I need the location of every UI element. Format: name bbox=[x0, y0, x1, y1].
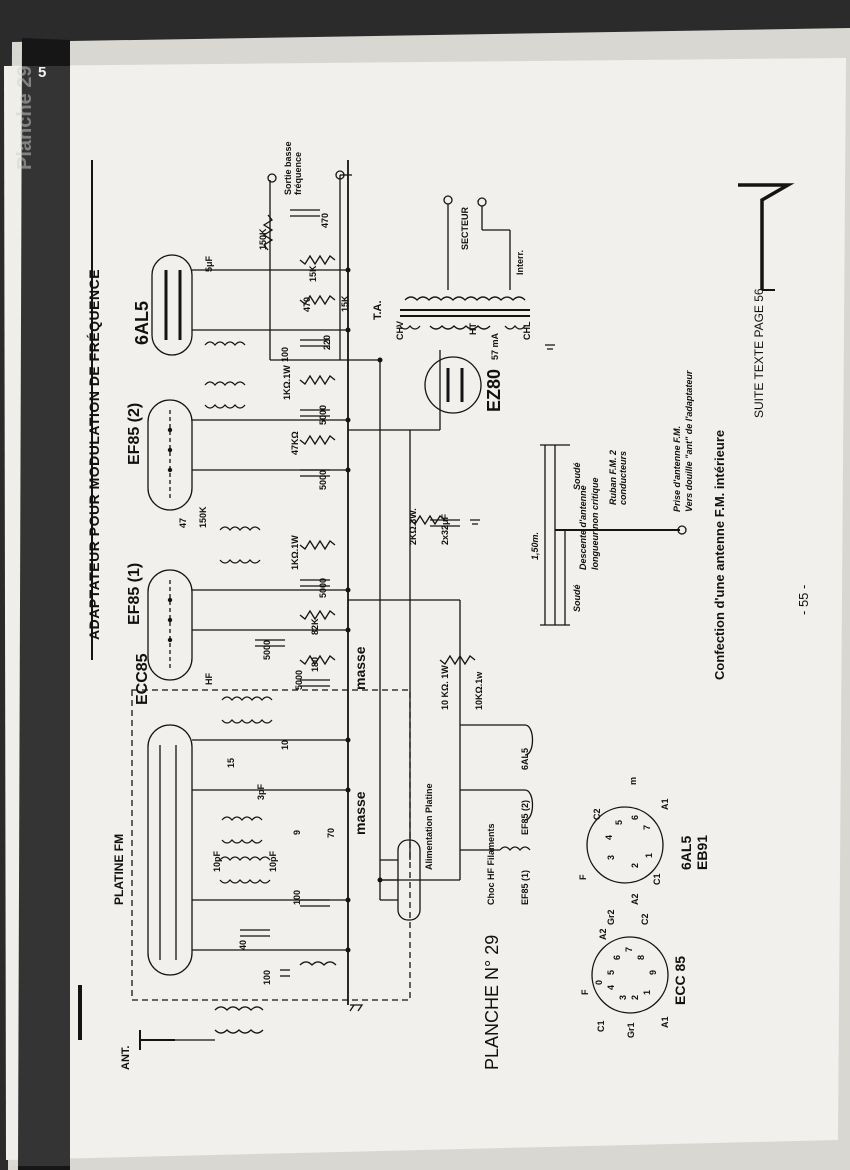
socket-ecc85-label: ECC 85 bbox=[672, 955, 688, 1005]
capacitor-10: 10 bbox=[280, 739, 290, 750]
platine-fm-label: PLATINE FM bbox=[112, 833, 126, 905]
resistor-2k: 2KΩ.3W. bbox=[408, 508, 418, 545]
antenna-longueur: longueur non critique bbox=[590, 477, 600, 571]
resistor-15k-a: 15K bbox=[308, 265, 318, 282]
antenna-vers: Vers douille "ant" de l'adaptateur bbox=[684, 370, 694, 512]
capacitor-3pf: 3pF bbox=[256, 783, 266, 800]
choc-label: Choc HF Filaments bbox=[486, 823, 496, 905]
socket-6al5-label: 6AL5 bbox=[678, 835, 694, 870]
capacitor-470-a: 470 bbox=[302, 296, 312, 312]
capacitor-5000-d: 5000 bbox=[262, 639, 272, 660]
antenna-prise: Prise d'antenne F.M. bbox=[672, 425, 682, 512]
resistor-150k-b: 150K bbox=[198, 506, 208, 528]
capacitor-10pf-b: 10pF bbox=[268, 850, 278, 872]
tab-strip bbox=[18, 38, 70, 1170]
filament-ef85-2: EF85 (2) bbox=[520, 799, 530, 835]
resistor-10k-b: 10KΩ.1w bbox=[474, 671, 484, 710]
suite-text: SUITE TEXTE PAGE 56 bbox=[752, 288, 766, 418]
tube-ef85-1-label: EF85 (1) bbox=[126, 562, 143, 625]
current-label: 57 mA bbox=[490, 332, 500, 360]
tube-ef85-2-label: EF85 (2) bbox=[126, 402, 143, 465]
chv-label: CHV bbox=[395, 320, 405, 340]
page-number: - 55 - bbox=[796, 584, 811, 615]
antenna-length: 1,50m. bbox=[530, 531, 540, 560]
capacitor-10pf-a: 10pF bbox=[212, 850, 222, 872]
capacitor-220: 220 bbox=[322, 334, 332, 350]
capacitor-2x32uf: 2x32μF bbox=[440, 513, 450, 545]
secteur-label: SECTEUR bbox=[460, 206, 470, 250]
hf-label: HF bbox=[204, 673, 214, 685]
capacitor-15: 15 bbox=[226, 757, 236, 768]
sortie-bf-label: Sortie basse fréquence bbox=[283, 141, 303, 195]
chl-label: CHL bbox=[522, 321, 532, 341]
page-title: ADAPTATEUR POUR MODULATION DE FRÉQUENCE bbox=[86, 268, 102, 640]
capacitor-9: 9 bbox=[292, 829, 302, 835]
antenna-input-label: ANT. bbox=[120, 1045, 132, 1070]
alimentation-label: Alimentation Platine bbox=[424, 783, 434, 870]
capacitor-5000-c: 5000 bbox=[318, 577, 328, 598]
capacitor-470-b: 470 bbox=[320, 212, 330, 228]
capacitor-5uf: 5μF bbox=[204, 255, 214, 272]
capacitor-5000-b: 5000 bbox=[318, 469, 328, 490]
tab-side-text: Planche 29 bbox=[14, 65, 36, 170]
planche-number: PLANCHE N° 29 bbox=[482, 934, 502, 1070]
capacitor-5000-e: 5000 bbox=[294, 669, 304, 690]
capacitor-40: 40 bbox=[238, 939, 248, 950]
ht-label: HT bbox=[468, 323, 478, 335]
paper-sheet bbox=[4, 58, 846, 1160]
antenna-caption: Confection d'une antenne F.M. intérieure bbox=[712, 429, 727, 680]
tab-number: 5 bbox=[38, 64, 47, 81]
tube-6al5-label: 6AL5 bbox=[132, 300, 152, 345]
resistor-47k: 47KΩ bbox=[290, 431, 300, 455]
tube-ez80-label: EZ80 bbox=[484, 368, 504, 412]
filament-ef85-1: EF85 (1) bbox=[520, 869, 530, 905]
capacitor-100-a: 100 bbox=[292, 889, 302, 905]
resistor-82k: 82K bbox=[310, 618, 320, 635]
capacitor-5000-a: 5000 bbox=[318, 404, 328, 425]
resistor-180: 180 bbox=[310, 656, 320, 672]
resistor-1k-a: 1KΩ.1W bbox=[282, 365, 292, 400]
antenna-descente: Descente d'antenne bbox=[578, 485, 588, 570]
antenna-soude-a: Soudé bbox=[572, 584, 582, 612]
filament-6al5: 6AL5 bbox=[520, 747, 530, 770]
resistor-1k-b: 1KΩ.1W bbox=[290, 535, 300, 570]
resistor-100: 100 bbox=[280, 346, 290, 362]
capacitor-70: 70 bbox=[326, 827, 336, 838]
capacitor-47: 47 bbox=[178, 517, 188, 528]
socket-eb91-label: EB91 bbox=[694, 834, 710, 870]
capacitor-100-b: 100 bbox=[262, 969, 272, 985]
masse-label-top: masse bbox=[352, 646, 368, 690]
resistor-150k: 150K bbox=[258, 228, 268, 250]
schematic-lines bbox=[78, 160, 795, 1050]
interrupteur-label: Interr. bbox=[515, 249, 525, 275]
resistor-10k-a: 10 KΩ. 1W bbox=[440, 665, 450, 710]
transformer-label: T.A. bbox=[372, 300, 384, 320]
masse-label-bottom: masse bbox=[352, 791, 368, 835]
antenna-ruban: Ruban F.M. 2 conducteurs bbox=[608, 449, 628, 505]
tube-ecc85-label: ECC85 bbox=[134, 653, 151, 705]
resistor-15k-b: 15K bbox=[340, 295, 350, 312]
